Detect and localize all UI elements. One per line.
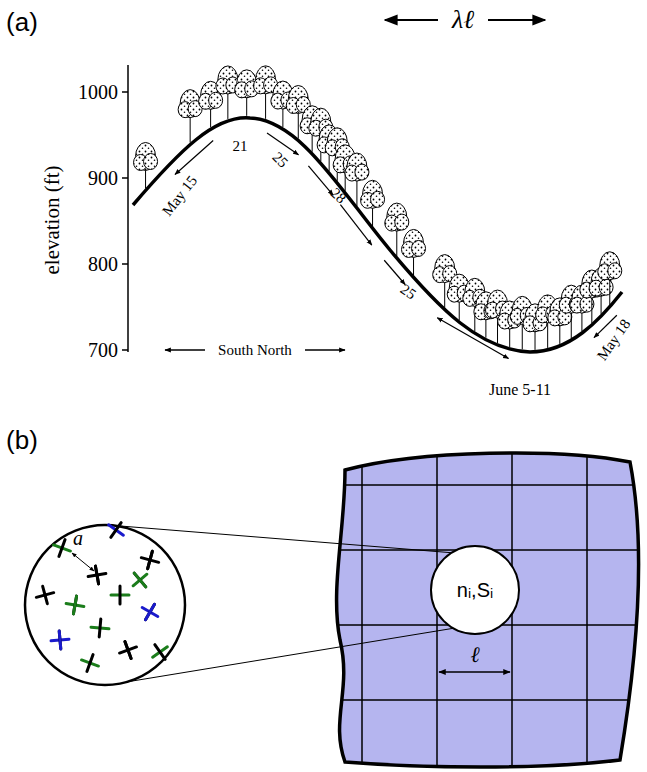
day-label: 25 bbox=[269, 149, 290, 170]
cell-variables: nᵢ,Sᵢ bbox=[457, 579, 493, 602]
wavelength-arrow bbox=[488, 19, 545, 21]
date-label: June 5-11 bbox=[489, 382, 551, 398]
spacing-label: a bbox=[73, 528, 83, 548]
flow-arrow bbox=[437, 318, 508, 359]
migration-arrows bbox=[175, 133, 617, 358]
tick-label: 800 bbox=[88, 254, 118, 274]
region-outline bbox=[337, 453, 639, 767]
molecule bbox=[90, 618, 110, 638]
flow-arrow bbox=[384, 260, 405, 284]
flow-arrow bbox=[175, 140, 213, 174]
molecule bbox=[111, 586, 129, 604]
elevation-axis bbox=[122, 65, 128, 352]
hill-profile bbox=[133, 118, 622, 352]
cell-size-arrow bbox=[439, 671, 510, 673]
wavelength-label: λℓ bbox=[452, 7, 474, 33]
date-label: May 18 bbox=[595, 317, 634, 363]
axis-title: elevation (ft) bbox=[42, 165, 63, 274]
molecule bbox=[116, 638, 139, 661]
tree bbox=[178, 90, 202, 143]
panel-letter: (b) bbox=[6, 427, 38, 453]
flow-arrow bbox=[308, 166, 333, 195]
molecule bbox=[139, 549, 161, 571]
molecule bbox=[103, 517, 128, 542]
tree bbox=[235, 70, 259, 116]
molecule bbox=[78, 651, 101, 674]
day-label: 21 bbox=[233, 139, 248, 154]
direction-label: South North bbox=[218, 343, 292, 358]
lattice-cell-circle: nᵢ,Sᵢ bbox=[430, 545, 520, 635]
molecule bbox=[65, 595, 86, 616]
region bbox=[337, 453, 639, 767]
spacing-arrow bbox=[72, 553, 94, 571]
date-label: May 15 bbox=[160, 173, 200, 219]
molecule bbox=[127, 567, 152, 592]
direction-arrow bbox=[165, 349, 205, 350]
tree-row bbox=[134, 66, 622, 350]
molecules bbox=[34, 517, 173, 674]
direction-arrow bbox=[305, 349, 345, 350]
molecule bbox=[138, 600, 163, 625]
day-label: 25 bbox=[398, 282, 419, 303]
molecule bbox=[50, 536, 73, 559]
tick-label: 1000 bbox=[78, 82, 118, 102]
molecule bbox=[147, 639, 172, 664]
flow-arrow bbox=[340, 205, 371, 245]
wavelength-arrow bbox=[385, 19, 438, 21]
molecule bbox=[34, 584, 56, 606]
tick-label: 700 bbox=[88, 340, 118, 360]
molecule bbox=[50, 630, 70, 650]
tick-label: 900 bbox=[88, 168, 118, 188]
lattice-grid bbox=[320, 440, 647, 772]
cell-size-label: ℓ bbox=[470, 644, 479, 666]
zoom-circle bbox=[25, 525, 185, 685]
panel-letter: (a) bbox=[6, 9, 38, 35]
